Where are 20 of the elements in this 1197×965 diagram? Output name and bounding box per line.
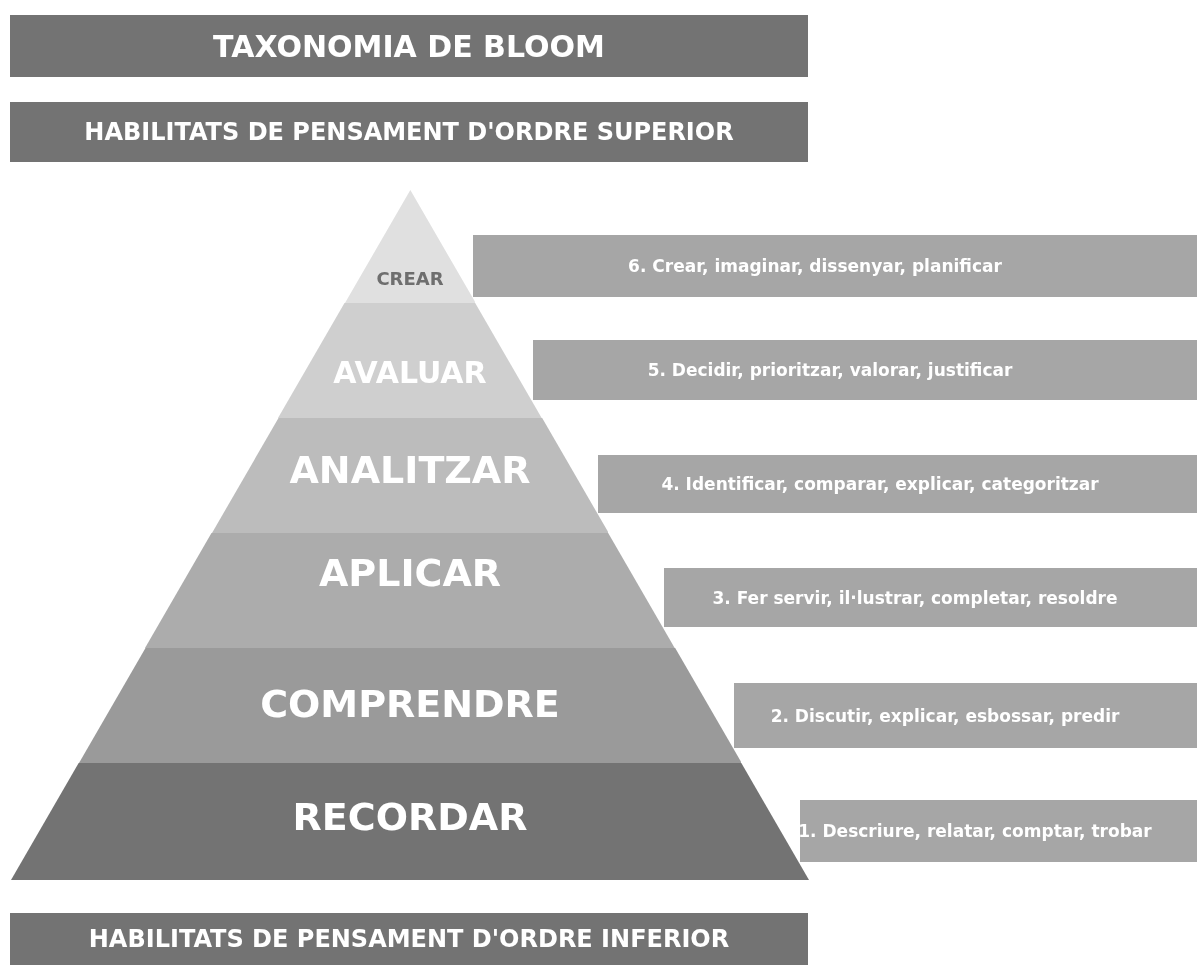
description-bar xyxy=(473,235,1197,297)
level-label: COMPRENDRE xyxy=(260,682,560,726)
level-banner: HABILITATS DE PENSAMENT D'ORDRE SUPERIOR xyxy=(10,102,808,162)
verb-list: 6. Crear, imaginar, dissenyar, planificar xyxy=(628,256,1002,276)
verb-list: 3. Fer servir, il·lustrar, completar, resoldre xyxy=(712,587,1118,608)
level-label: ANALITZAR xyxy=(289,448,531,492)
level-label: APLICAR xyxy=(318,551,502,595)
level-label: CREAR xyxy=(376,268,444,289)
level-banner: HABILITATS DE PENSAMENT D'ORDRE INFERIOR xyxy=(10,913,808,965)
description-bar xyxy=(800,800,1197,862)
verb-list: 4. Identificar, comparar, explicar, categoritzar xyxy=(661,474,1099,494)
verb-list: 5. Decidir, prioritzar, valorar, justificar xyxy=(647,360,1013,380)
description-bar xyxy=(664,568,1197,627)
title-banner: TAXONOMIA DE BLOOM xyxy=(10,15,808,77)
description-bar xyxy=(734,683,1197,748)
description-bar xyxy=(533,340,1197,400)
description-bar xyxy=(598,455,1197,513)
level-label: RECORDAR xyxy=(292,795,528,839)
verb-list: 1. Descriure, relatar, comptar, trobar xyxy=(798,821,1152,841)
verb-list: 2. Discutir, explicar, esbossar, predir xyxy=(770,705,1120,726)
